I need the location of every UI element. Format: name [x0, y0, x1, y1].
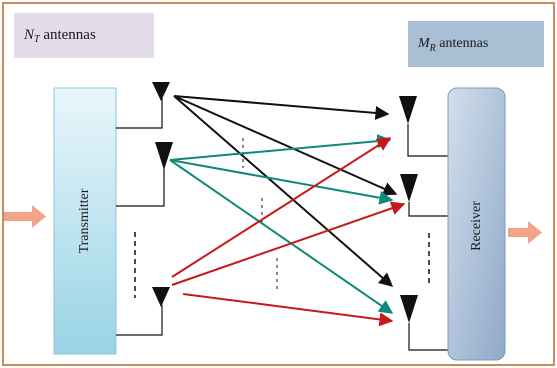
- rx-subscript: R: [429, 42, 436, 54]
- paths-red: [171, 137, 406, 327]
- tx-antenna-1: [152, 82, 170, 101]
- rx-antenna-2: [400, 174, 418, 202]
- transmitter-label: Transmitter: [77, 188, 92, 254]
- tx-subscript: T: [34, 34, 40, 45]
- paths-teal: [169, 134, 394, 314]
- tx-label-text: antennas: [39, 27, 96, 43]
- rx-symbol: M: [418, 36, 430, 51]
- rx-antenna-3: [400, 295, 418, 323]
- receiver-block: [447, 87, 506, 361]
- rx-label-text: antennas: [435, 36, 489, 51]
- tx-antenna-2: [155, 142, 173, 170]
- paths-black: [173, 95, 398, 287]
- rx-antennas: [399, 96, 418, 323]
- tx-antennas: [152, 82, 173, 307]
- receiver-label: Receiver: [469, 201, 484, 251]
- rx-connections: [407, 124, 448, 351]
- rx-antenna-1: [399, 96, 417, 124]
- tx-antenna-3: [152, 287, 170, 307]
- transmitter-block: [53, 87, 117, 355]
- tx-symbol: N: [24, 27, 35, 43]
- output-arrow: [508, 221, 542, 244]
- tx-connections: [116, 98, 165, 336]
- input-arrow: [4, 205, 46, 228]
